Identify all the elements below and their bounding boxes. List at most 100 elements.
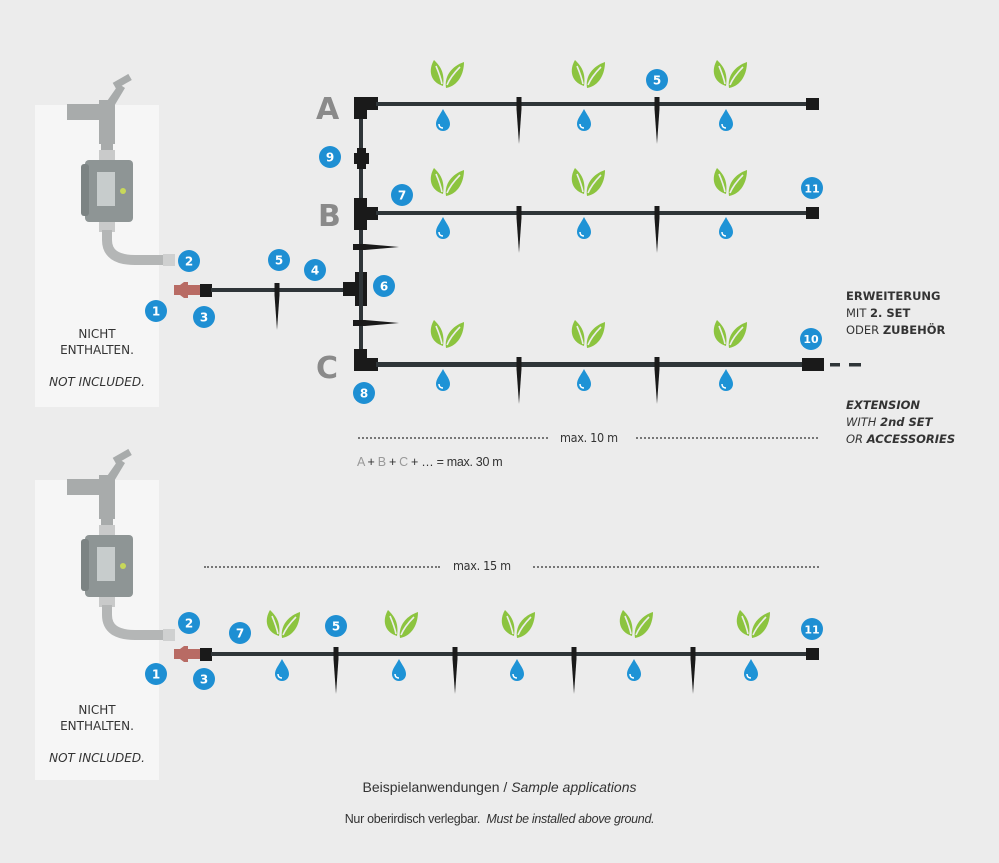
- formula-rest: + … = max. 30 m: [407, 455, 503, 469]
- dimension-dots-left-1: [358, 437, 548, 439]
- tap-timer-device-icon: [67, 449, 175, 641]
- ground-stake-icon: [333, 647, 339, 694]
- svg-text:3: 3: [200, 311, 208, 325]
- coupling-9-body: [357, 148, 366, 169]
- ext-en-line2b: 2nd SET: [880, 415, 933, 429]
- water-drop-icon: [576, 216, 592, 240]
- badge-7: 7: [391, 184, 413, 206]
- source-assembly-bottom: [67, 449, 175, 641]
- end-plug-3-bottom: [200, 648, 212, 661]
- not-included-de-2: ENTHALTEN.: [60, 719, 134, 733]
- water-drop-icon: [435, 216, 451, 240]
- ground-stake-icon: [516, 97, 522, 144]
- ground-stake-icon: [690, 647, 696, 694]
- extension-note-de: ERWEITERUNG MIT 2. SET ODER ZUBEHÖR: [846, 288, 945, 339]
- badge-5-line-a: 5: [646, 69, 668, 91]
- badge-1: 1: [145, 663, 167, 685]
- svg-text:7: 7: [398, 189, 406, 203]
- plant-leaf-icon: [429, 59, 465, 89]
- supply-pipe: [211, 288, 351, 292]
- end-plug-b: [806, 207, 819, 219]
- elbow-a-leg: [354, 97, 367, 119]
- not-included-de-2: ENTHALTEN.: [60, 343, 134, 357]
- plant-leaf-icon: [265, 609, 301, 639]
- water-drop-icon: [626, 658, 642, 682]
- badge-10: 10: [800, 328, 822, 350]
- vertical-pipe: [359, 102, 363, 364]
- drip-line-b: [376, 167, 819, 253]
- dimension-dots-right-1: [636, 437, 818, 439]
- drip-line-a: [376, 59, 819, 144]
- formula-plus: +: [385, 455, 400, 469]
- plant-leaf-icon: [570, 319, 606, 349]
- badge-1: 1: [145, 300, 167, 322]
- badges-diagram-1: 1 2 3 5 4 6 8 9 7 5 11 10: [145, 69, 823, 404]
- not-included-en: NOT INCLUDED.: [49, 751, 145, 765]
- branch-label-b: B: [318, 199, 341, 234]
- svg-text:7: 7: [236, 627, 244, 641]
- plant-leaf-icon: [500, 609, 536, 639]
- ext-de-line3b: ZUBEHÖR: [882, 323, 946, 337]
- not-included-label-top: NICHT ENTHALTEN. NOT INCLUDED.: [35, 326, 159, 390]
- svg-text:1: 1: [152, 305, 160, 319]
- badges-diagram-2: 1 2 3 7 5 11: [145, 612, 823, 690]
- source-assembly-top: [67, 74, 175, 266]
- tee-connector-6: [343, 282, 357, 296]
- not-included-de-1: NICHT: [78, 703, 116, 717]
- ext-en-line2a: WITH: [846, 415, 881, 429]
- plant-leaf-icon: [429, 167, 465, 197]
- dimension-dots-right-2: [533, 566, 819, 568]
- dimension-dots-left-2: [204, 566, 440, 568]
- horizontal-stake-upper: [353, 244, 399, 250]
- footer-title-sep: /: [499, 779, 512, 795]
- dimension-label-15m: max. 15 m: [453, 558, 511, 573]
- svg-text:5: 5: [653, 74, 661, 88]
- badge-8: 8: [353, 382, 375, 404]
- svg-text:9: 9: [326, 151, 334, 165]
- badge-11: 11: [801, 177, 823, 199]
- svg-text:5: 5: [332, 620, 340, 634]
- not-included-label-bottom: NICHT ENTHALTEN. NOT INCLUDED.: [35, 702, 159, 766]
- water-drop-icon: [718, 368, 734, 392]
- end-plug-long: [806, 648, 819, 660]
- plant-leaf-icon: [712, 167, 748, 197]
- svg-text:11: 11: [804, 624, 819, 637]
- elbow-c-arm: [354, 358, 378, 371]
- ground-stake-icon: [654, 97, 660, 144]
- water-drop-icon: [435, 108, 451, 132]
- horizontal-stake-lower: [353, 320, 399, 326]
- water-drop-icon: [576, 108, 592, 132]
- water-drop-icon: [509, 658, 525, 682]
- badge-5-supply: 5: [268, 249, 290, 271]
- svg-text:6: 6: [380, 280, 388, 294]
- plant-leaf-icon: [712, 59, 748, 89]
- svg-text:10: 10: [803, 333, 819, 346]
- ext-en-line1: EXTENSION: [846, 398, 921, 412]
- formula-b: B: [377, 455, 386, 469]
- end-plug-a: [806, 98, 819, 110]
- formula-plus: +: [364, 455, 378, 469]
- ext-en-line3b: ACCESSORIES: [866, 432, 956, 446]
- ext-de-line3a: ODER: [846, 323, 883, 337]
- svg-text:1: 1: [152, 668, 160, 682]
- water-drop-icon: [435, 368, 451, 392]
- extension-dash: [830, 363, 840, 367]
- tee-b-arm: [354, 207, 378, 220]
- footer-note-de: Nur oberirdisch verlegbar.: [344, 812, 481, 826]
- footer-title: Beispielanwendungen / Sample application…: [0, 779, 999, 795]
- badge-2: 2: [178, 250, 200, 272]
- not-included-de-1: NICHT: [78, 327, 116, 341]
- water-drop-icon: [718, 108, 734, 132]
- badge-4: 4: [304, 259, 326, 281]
- extension-note-en: EXTENSION WITH 2nd SET OR ACCESSORIES: [846, 397, 955, 448]
- water-drop-icon: [391, 658, 407, 682]
- svg-text:11: 11: [804, 183, 819, 196]
- plant-leaf-icon: [570, 167, 606, 197]
- water-drop-icon: [274, 658, 290, 682]
- extension-connector-10: [802, 358, 824, 371]
- ground-stake-icon: [452, 647, 458, 694]
- footer-title-en: Sample applications: [511, 779, 637, 795]
- branch-label-a: A: [316, 92, 340, 127]
- badge-6: 6: [373, 275, 395, 297]
- ext-en-line3a: OR: [846, 432, 867, 446]
